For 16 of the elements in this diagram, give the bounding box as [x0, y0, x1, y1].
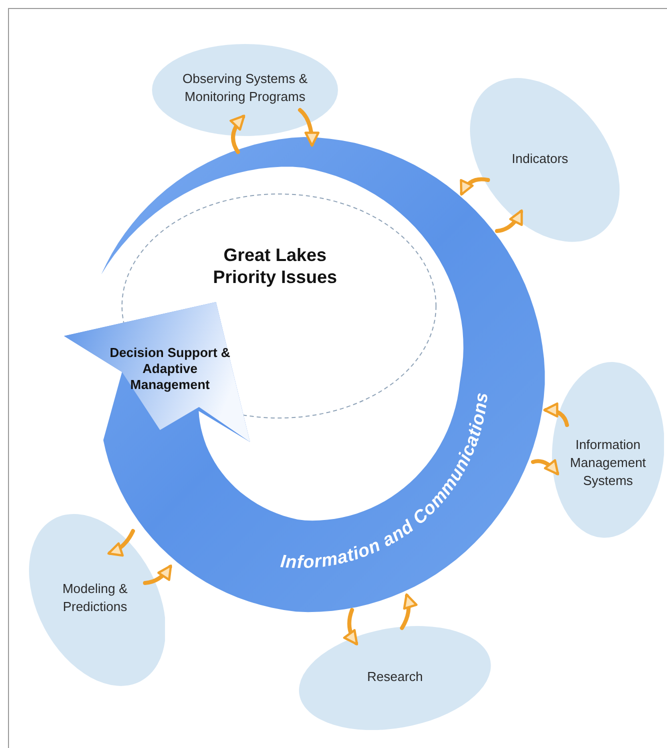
- ellipse-label: Information Management Systems: [569, 436, 647, 490]
- curved-arrow: [343, 608, 358, 646]
- curved-arrow: [107, 529, 135, 556]
- ellipse-label: Research: [366, 668, 424, 686]
- curved-arrow: [531, 459, 560, 476]
- decision-label: Decision Support & Adaptive Management: [108, 345, 232, 393]
- curved-arrow: [230, 114, 246, 154]
- curved-arrow: [298, 108, 320, 147]
- ellipse-label: Indicators: [510, 150, 570, 168]
- curved-arrow: [543, 402, 569, 427]
- curved-arrow: [143, 564, 172, 585]
- curved-arrow: [400, 593, 418, 630]
- curved-arrow: [495, 209, 523, 233]
- ellipse-label: Observing Systems & Monitoring Programs: [182, 70, 308, 106]
- ellipse-label: Modeling & Predictions: [61, 580, 128, 616]
- center-title: Great Lakes Priority Issues: [212, 244, 338, 288]
